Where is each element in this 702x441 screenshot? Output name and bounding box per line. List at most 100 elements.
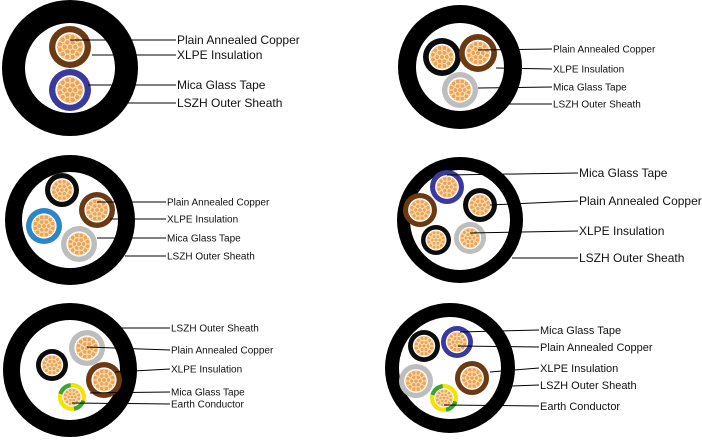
copper-strands	[459, 227, 481, 249]
copper-strands	[469, 194, 491, 216]
insulated-core	[45, 173, 79, 207]
leader-line	[489, 367, 540, 373]
copper-conductor	[461, 367, 483, 389]
component-label: LSZH Outer Sheath	[171, 324, 259, 335]
copper-conductor	[67, 232, 91, 256]
leader-line	[443, 404, 540, 407]
insulated-core	[454, 222, 486, 254]
leader-line	[71, 402, 171, 405]
component-label: Earth Conductor	[171, 400, 244, 411]
insulated-core	[49, 69, 91, 111]
component-label: Mica Glass Tape	[177, 78, 266, 92]
copper-conductor	[63, 388, 81, 406]
component-label: Mica Glass Tape	[167, 234, 241, 245]
copper-strands	[92, 368, 116, 392]
component-label: Plain Annealed Copper	[177, 33, 300, 47]
copper-strands	[56, 76, 84, 104]
leader-line	[495, 67, 553, 70]
copper-conductor	[92, 368, 116, 392]
copper-conductor	[405, 370, 427, 392]
copper-strands	[466, 41, 490, 65]
component-label: Plain Annealed Copper	[553, 45, 656, 56]
component-label: LSZH Outer Sheath	[177, 96, 282, 110]
component-label: LSZH Outer Sheath	[553, 100, 641, 111]
insulated-core	[36, 349, 68, 381]
leader-line	[446, 172, 579, 176]
component-label: XLPE Insulation	[540, 363, 618, 375]
component-label: Mica Glass Tape	[553, 83, 627, 94]
component-label: XLPE Insulation	[177, 48, 262, 62]
copper-conductor	[56, 76, 84, 104]
copper-strands	[426, 230, 446, 250]
copper-strands	[435, 389, 453, 407]
copper-strands	[75, 336, 99, 360]
component-label: Mica Glass Tape	[540, 325, 621, 337]
insulated-core	[421, 225, 451, 255]
component-label: LSZH Outer Sheath	[579, 251, 684, 265]
copper-conductor	[435, 389, 453, 407]
insulated-core	[408, 330, 440, 362]
copper-strands	[56, 33, 84, 61]
insulated-core	[423, 38, 461, 76]
insulated-core	[86, 362, 122, 398]
copper-conductor	[448, 78, 472, 102]
component-label: Plain Annealed Copper	[171, 346, 274, 357]
insulated-core	[459, 34, 497, 72]
copper-strands	[63, 388, 81, 406]
copper-strands	[51, 179, 73, 201]
insulated-core	[430, 170, 464, 204]
component-label: Mica Glass Tape	[171, 388, 245, 399]
copper-conductor	[436, 176, 458, 198]
component-label: LSZH Outer Sheath	[540, 380, 637, 392]
copper-conductor	[447, 332, 467, 352]
insulated-core	[61, 226, 97, 262]
copper-strands	[67, 232, 91, 256]
copper-strands	[32, 214, 56, 238]
component-label: XLPE Insulation	[579, 224, 664, 238]
component-label: Earth Conductor	[540, 401, 620, 413]
copper-strands	[436, 176, 458, 198]
copper-strands	[409, 199, 431, 221]
component-label: Plain Annealed Copper	[540, 342, 653, 354]
insulated-core	[26, 208, 62, 244]
insulated-core	[441, 326, 473, 358]
copper-conductor	[430, 45, 454, 69]
leader-line	[114, 368, 171, 373]
leader-line	[457, 345, 540, 348]
copper-strands	[448, 78, 472, 102]
leader-line	[477, 86, 553, 89]
component-label: Mica Glass Tape	[579, 166, 668, 180]
insulated-core	[69, 330, 105, 366]
component-label: Plain Annealed Copper	[167, 198, 270, 209]
copper-conductor	[414, 336, 434, 356]
component-label: XLPE Insulation	[167, 215, 238, 226]
component-label: XLPE Insulation	[553, 65, 624, 76]
copper-strands	[413, 335, 435, 357]
insulated-core	[463, 188, 497, 222]
copper-strands	[405, 370, 427, 392]
component-label: LSZH Outer Sheath	[167, 252, 255, 263]
copper-strands	[461, 367, 483, 389]
leader-line	[89, 391, 171, 394]
copper-conductor	[409, 199, 431, 221]
copper-conductor	[466, 41, 490, 65]
leader-line	[86, 346, 171, 351]
copper-conductor	[469, 194, 491, 216]
copper-conductor	[51, 179, 73, 201]
insulated-core	[79, 192, 115, 228]
leader-line	[459, 329, 540, 333]
copper-conductor	[32, 214, 56, 238]
insulated-core	[49, 26, 91, 68]
insulated-core	[403, 193, 437, 227]
copper-conductor	[426, 230, 446, 250]
leader-line	[489, 200, 579, 206]
copper-strands	[41, 354, 63, 376]
copper-conductor	[42, 355, 62, 375]
component-label: Plain Annealed Copper	[579, 194, 702, 208]
leader-line	[511, 384, 540, 387]
